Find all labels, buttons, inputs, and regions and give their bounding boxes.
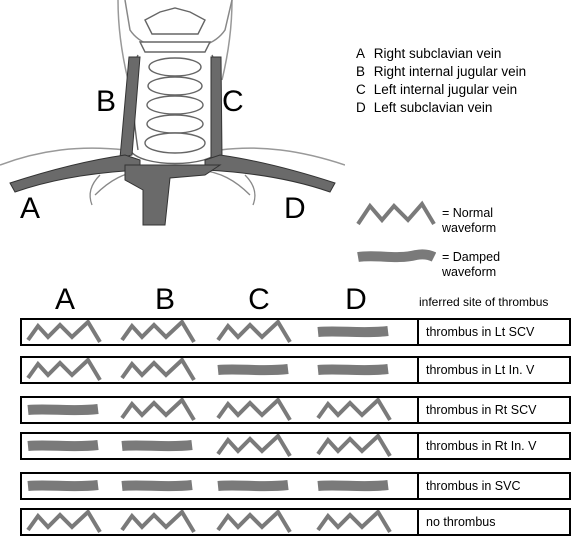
neck-outline xyxy=(117,0,233,81)
normal-waveform-label: = Normal waveform xyxy=(442,206,497,235)
damped-waveform-d xyxy=(317,364,389,376)
legend-item: C Left internal jugular vein xyxy=(356,82,518,97)
normal-waveform-d xyxy=(316,434,392,458)
table-row: thrombus in Lt In. V xyxy=(20,356,571,384)
shoulder-outline xyxy=(0,147,345,166)
table-row: thrombus in Rt SCV xyxy=(20,396,571,424)
right-subclavian-vein xyxy=(9,154,141,193)
left-internal-jugular-vein xyxy=(210,56,223,159)
normal-waveform-a xyxy=(26,510,102,534)
normal-waveform-b xyxy=(120,510,196,534)
superior-vena-cava xyxy=(124,164,222,226)
normal-waveform-b xyxy=(120,398,196,422)
column-head-a: A xyxy=(54,283,75,316)
normal-waveform-a xyxy=(26,358,102,382)
normal-waveform-b xyxy=(120,320,196,344)
row-result: thrombus in Lt SCV xyxy=(426,325,535,339)
normal-waveform-c xyxy=(216,320,292,344)
left-subclavian-vein xyxy=(204,154,336,193)
normal-waveform-key xyxy=(356,200,436,226)
row-divider xyxy=(417,358,419,382)
damped-waveform-a xyxy=(27,404,99,416)
vein-network xyxy=(9,56,336,226)
legend-item: A Right subclavian vein xyxy=(356,46,502,61)
normal-waveform-d xyxy=(316,510,392,534)
normal-waveform-c xyxy=(216,398,292,422)
damped-waveform-c xyxy=(217,480,289,492)
row-waveforms xyxy=(27,398,392,422)
label-a: A xyxy=(20,192,41,225)
vertebral-column xyxy=(129,7,221,165)
damped-waveform-a xyxy=(27,440,99,452)
label-c: C xyxy=(222,85,244,118)
damped-waveform-c xyxy=(217,364,289,376)
table-row: no thrombus xyxy=(20,508,571,536)
damped-waveform-a xyxy=(27,480,99,492)
normal-waveform-b xyxy=(120,358,196,382)
neck-vein-illustration xyxy=(0,0,345,226)
normal-waveform-c xyxy=(216,434,292,458)
row-divider xyxy=(417,320,419,344)
right-internal-jugular-vein xyxy=(119,56,141,159)
row-divider xyxy=(417,474,419,498)
row-waveforms xyxy=(27,480,389,492)
table-header-inferred-site: inferred site of thrombus xyxy=(419,295,549,309)
damped-waveform-b xyxy=(121,480,193,492)
normal-waveform-d xyxy=(316,398,392,422)
table-row: thrombus in SVC xyxy=(20,472,571,500)
row-result: thrombus in Lt In. V xyxy=(426,363,535,377)
label-d: D xyxy=(284,192,306,225)
row-result: no thrombus xyxy=(426,515,496,529)
row-divider xyxy=(417,398,419,422)
damped-waveform-d xyxy=(317,480,389,492)
damped-waveform-b xyxy=(121,440,193,452)
row-result: thrombus in SVC xyxy=(426,479,521,493)
legend-item: B Right internal jugular vein xyxy=(356,64,527,79)
damped-waveform-key xyxy=(357,249,436,263)
damped-waveform-d xyxy=(317,326,389,338)
row-waveforms xyxy=(26,510,392,534)
legend-item: D Left subclavian vein xyxy=(356,100,493,115)
damped-waveform-label: = Damped waveform xyxy=(442,250,501,279)
row-divider xyxy=(417,510,419,534)
row-divider xyxy=(417,434,419,458)
label-b: B xyxy=(96,85,117,118)
normal-waveform-a xyxy=(26,320,102,344)
table-row: thrombus in Rt In. V xyxy=(20,432,571,460)
normal-waveform-c xyxy=(216,510,292,534)
row-result: thrombus in Rt SCV xyxy=(426,403,537,417)
row-waveforms xyxy=(26,320,389,344)
table-row: thrombus in Lt SCV xyxy=(20,318,571,346)
row-result: thrombus in Rt In. V xyxy=(426,439,537,453)
row-waveforms xyxy=(27,434,392,458)
row-waveforms xyxy=(26,358,389,382)
column-head-d: D xyxy=(345,283,367,316)
column-head-c: C xyxy=(248,283,270,316)
column-head-b: B xyxy=(154,283,175,316)
